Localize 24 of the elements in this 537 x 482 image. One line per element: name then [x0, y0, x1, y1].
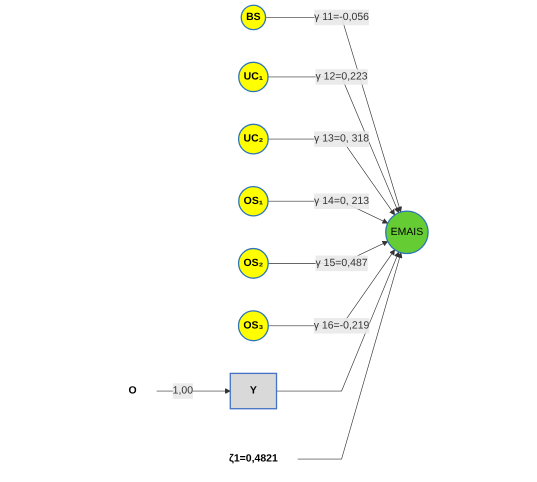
edge-label: γ 11=-0,056: [314, 12, 369, 23]
node-circle: OS₃: [238, 310, 269, 342]
node-text: O: [128, 385, 137, 396]
node-circle: OS₂: [238, 248, 269, 279]
arrow: [268, 138, 395, 216]
edge-label: γ 14=0, 213: [314, 195, 370, 206]
edge-label: γ 15=0,487: [316, 257, 368, 269]
node-circle: UC₂: [238, 124, 269, 155]
node-circle: BS: [240, 4, 266, 30]
arrow: [268, 76, 400, 214]
node-circle: EMAIS: [385, 210, 429, 254]
arrow: [268, 249, 396, 326]
edge-label: γ 13=0, 318: [314, 133, 370, 144]
edge-label: 1,00: [172, 385, 194, 396]
node-text: ζ1=0,4821: [229, 453, 278, 464]
arrow: [156, 388, 231, 394]
arrow: [276, 252, 400, 392]
node-circle: OS₁: [238, 186, 269, 217]
edge-label: γ 16=-0,219: [314, 320, 370, 332]
edge-label: γ 12=0,223: [316, 71, 368, 82]
arrow: [297, 252, 402, 460]
node-circle: UC₁: [238, 62, 269, 92]
node-box: Y: [230, 372, 278, 410]
arrow: [265, 17, 402, 212]
